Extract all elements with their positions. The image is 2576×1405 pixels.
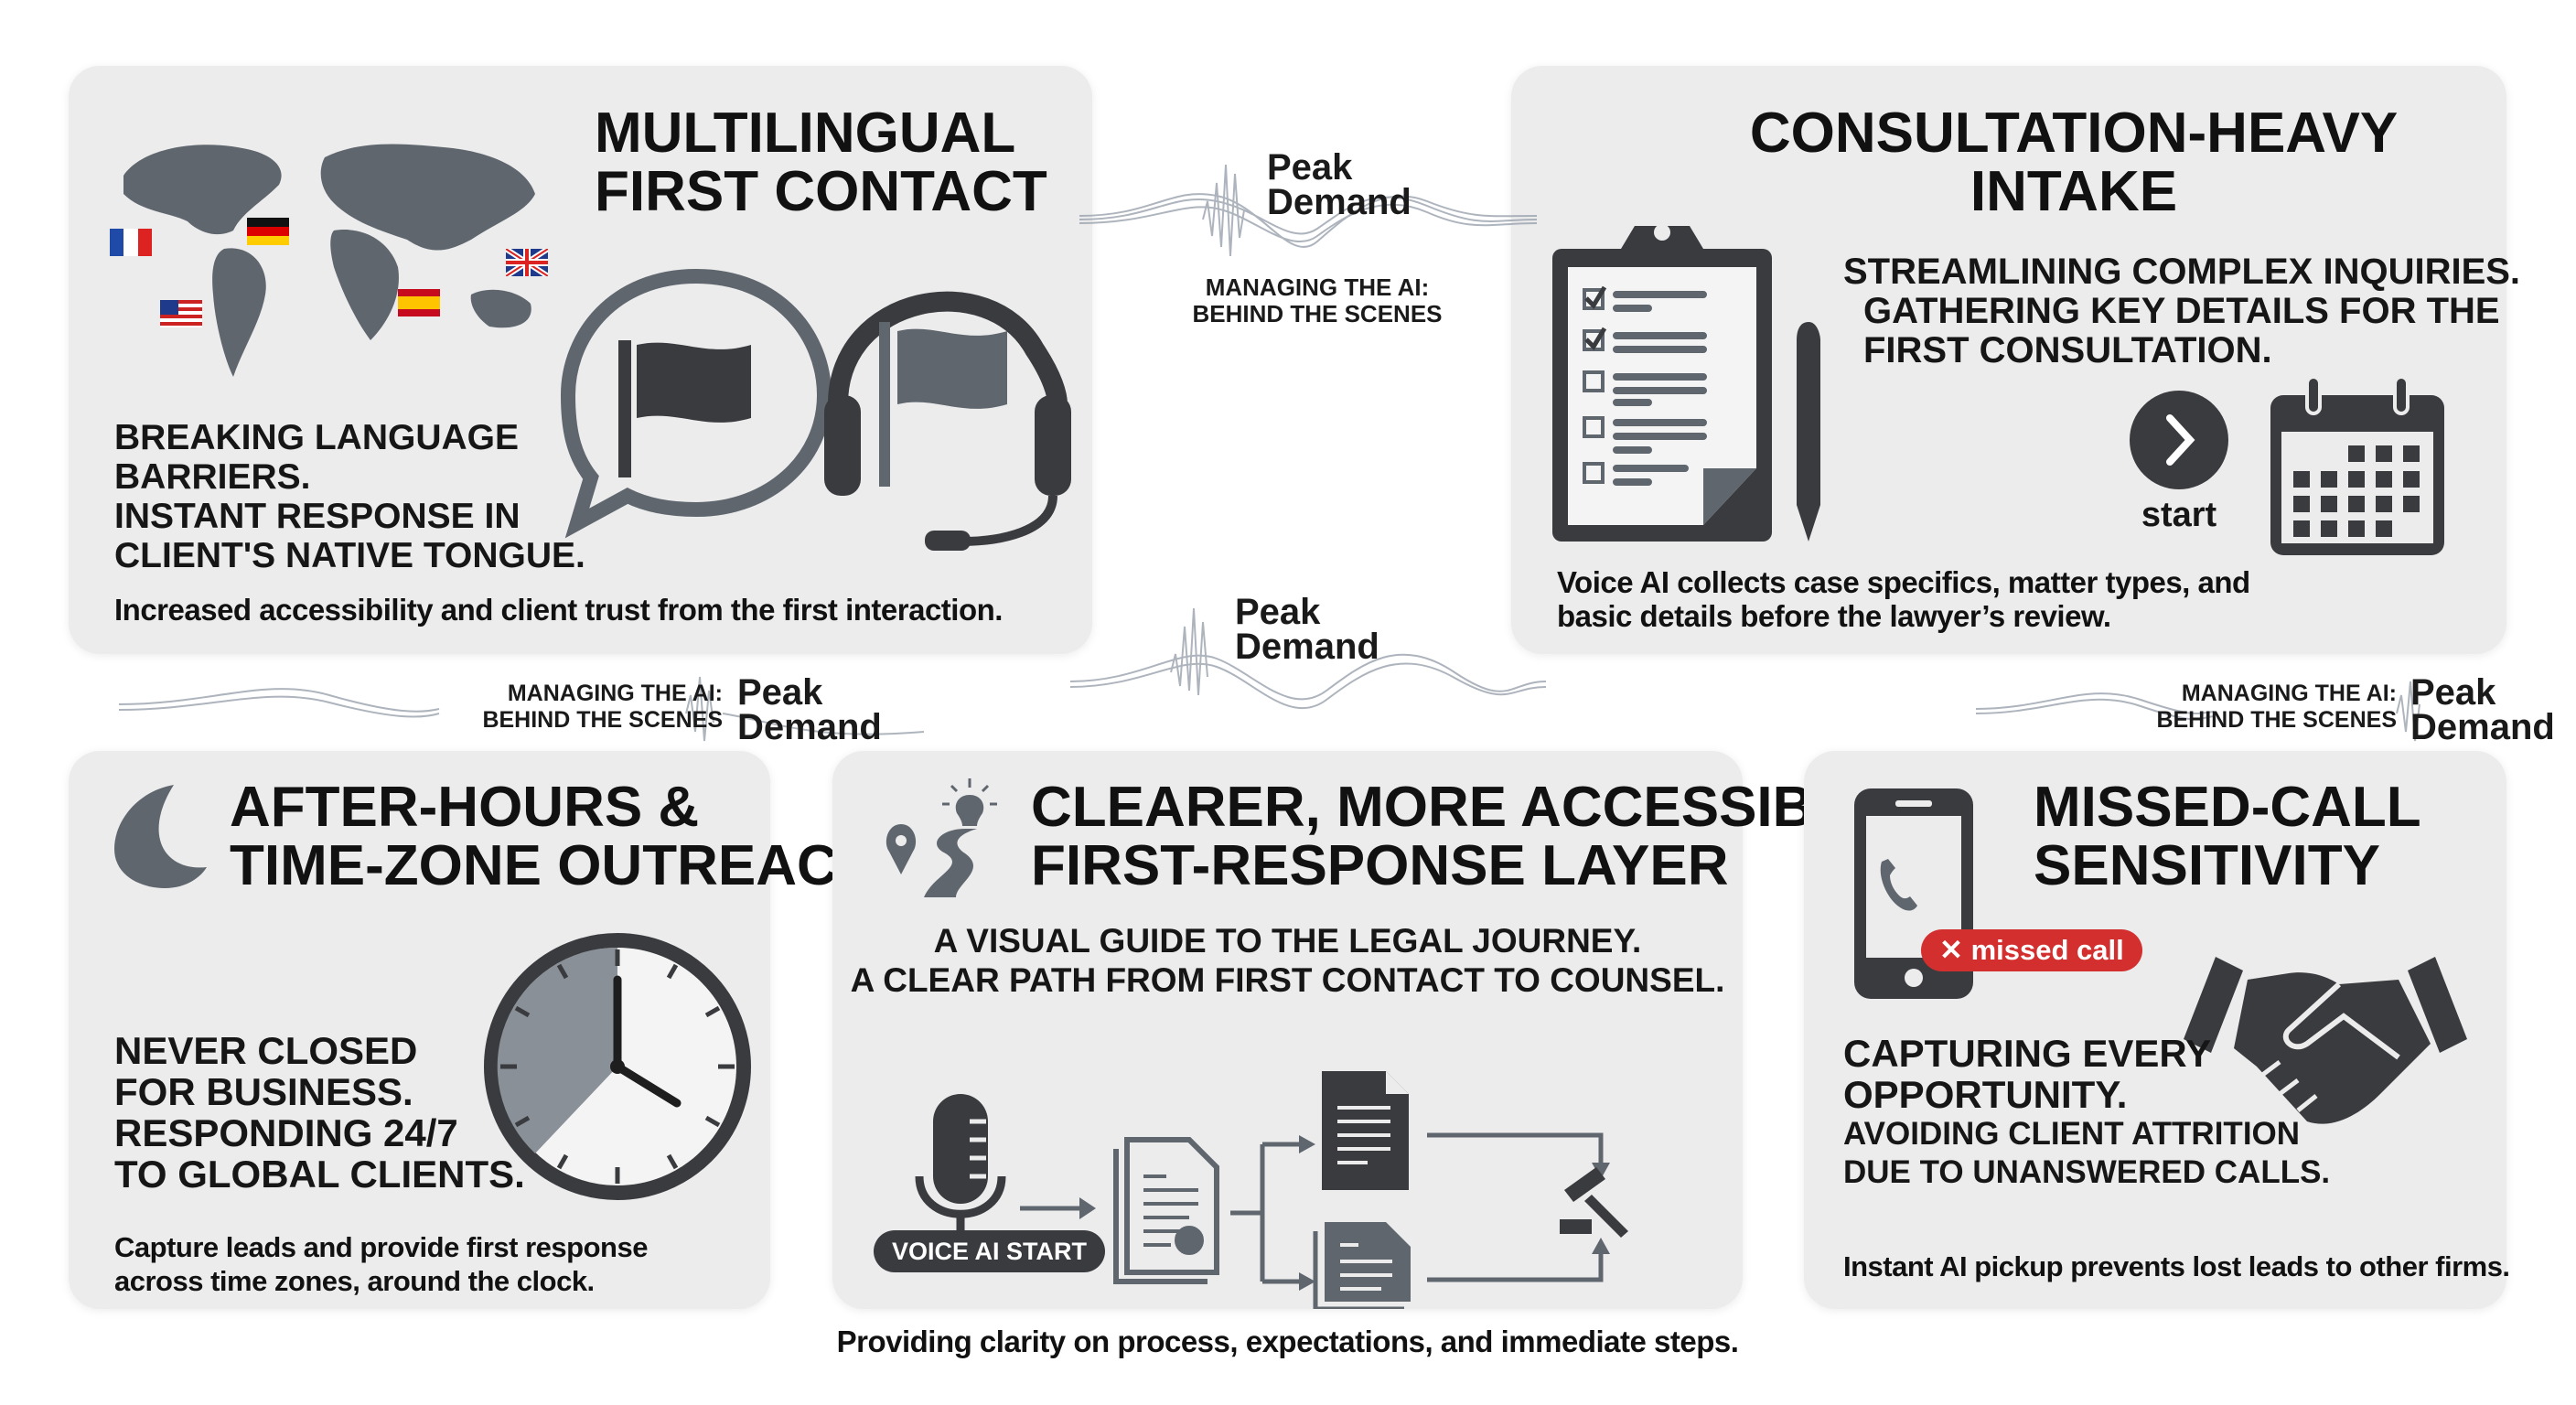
panel-body: STREAMLINING COMPLEX INQUIRIES.GATHERING… (1843, 252, 2521, 370)
brand-tagline: MANAGING THE AI:BEHIND THE SCENES (1192, 273, 1443, 327)
brand-tagline: MANAGING THE AI:BEHIND THE SCENES (482, 681, 723, 733)
soundwave-icon (1976, 681, 2420, 742)
microphone-icon (915, 1094, 1006, 1251)
panel-after-hours: AFTER-HOURS &TIME-ZONE OUTREACH NEVER CL… (69, 751, 879, 1309)
flag-france-icon (110, 229, 152, 256)
document-icon (1322, 1071, 1409, 1190)
panel-footer: Voice AI collects case specifics, matter… (1557, 565, 2250, 633)
flag-spain-icon (398, 289, 440, 316)
calendar-icon (2270, 377, 2444, 555)
panel-footer: Instant AI pickup prevents lost leads to… (1843, 1250, 2510, 1282)
clipboard-checklist-icon (1552, 224, 1820, 542)
panel-title: AFTER-HOURS &TIME-ZONE OUTREACH (230, 776, 879, 897)
moon-icon (114, 785, 207, 888)
soundwave-icon (1079, 164, 1537, 257)
missed-call-icon: ✕ (1939, 934, 1971, 966)
handshake-icon (2184, 957, 2467, 1124)
missed-call-badge: ✕ missed call (1921, 929, 2142, 971)
soundwave-icon (1070, 607, 1546, 710)
brand-tagline: MANAGING THE AI:BEHIND THE SCENES (2156, 681, 2397, 733)
start-button[interactable] (2130, 391, 2228, 489)
clock-icon (484, 933, 751, 1200)
headset-flag-icon (824, 291, 1071, 551)
panel-footer: Increased accessibility and client trust… (114, 593, 1003, 627)
world-map-icon (123, 144, 535, 377)
document-icon (1313, 1222, 1411, 1309)
legal-journey-flowchart (915, 1071, 1628, 1309)
flag-uk-icon (506, 249, 548, 276)
voice-ai-start-badge: VOICE AI START (874, 1230, 1106, 1272)
speech-bubble-flag-icon (560, 268, 1071, 551)
gavel-icon (1560, 1167, 1628, 1238)
chevron-right-icon (2166, 414, 2195, 466)
path-lightbulb-icon (886, 778, 997, 897)
panel-footer: Capture leads and provide first response… (114, 1231, 648, 1297)
flag-germany-icon (247, 218, 289, 245)
flag-usa-icon (160, 300, 202, 327)
panel-subtitle: A VISUAL GUIDE TO THE LEGAL JOURNEY.A CL… (850, 922, 1725, 999)
soundwave-icon (119, 676, 924, 742)
panel-caption: Providing clarity on process, expectatio… (836, 1325, 1739, 1358)
certificate-document-icon (1113, 1137, 1219, 1284)
start-label: start (2141, 496, 2217, 534)
